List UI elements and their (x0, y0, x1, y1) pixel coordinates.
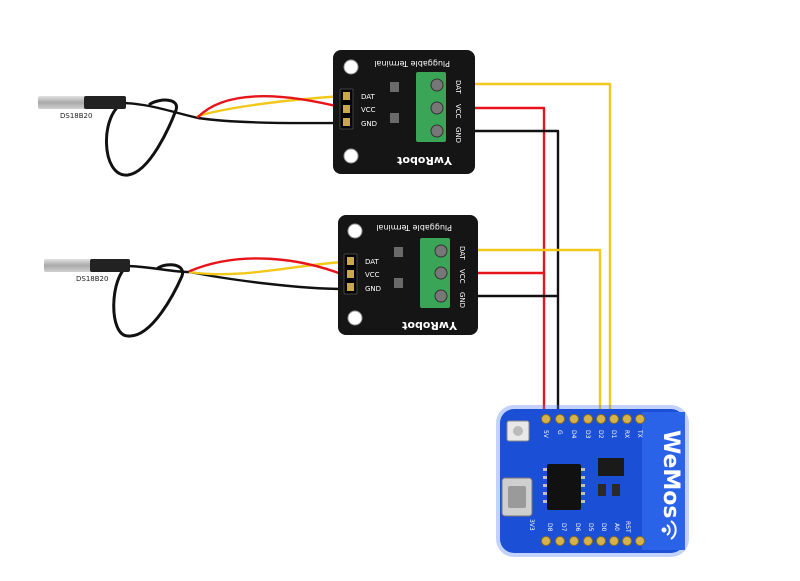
sensor1-label: DS18B20 (60, 112, 92, 120)
module2-smd-part (394, 278, 403, 288)
wemos-pin-d5: D5 (587, 523, 594, 532)
module2-pin (347, 283, 354, 291)
wemos-smd-part (598, 484, 606, 496)
sensor1-wire-black (122, 101, 346, 125)
sensor1-wire-yellow (196, 94, 346, 118)
module2-data-wire (438, 248, 602, 424)
module2-pin (347, 270, 354, 278)
wemos-pcb (500, 409, 685, 553)
module1-data-wire (436, 82, 612, 424)
module1-brand: YwRobot (397, 154, 453, 167)
sensor2-cable-loop (112, 263, 185, 338)
sensor1-probe-sleeve (84, 96, 126, 109)
wemos-logo: WeMos (658, 430, 683, 519)
module1-screw (430, 124, 444, 138)
sensor2-wire-red (188, 257, 346, 277)
wemos-usb-opening (508, 486, 526, 508)
wemos-bottom-header (541, 536, 645, 546)
wemos-pin-d1: D1 (610, 430, 617, 439)
module2-pin-label-dat: DAT (365, 258, 380, 266)
sensor2-label: DS18B20 (76, 275, 108, 283)
module1-mount-hole (343, 148, 359, 164)
module1-smd-part (390, 82, 399, 92)
module2-brand: YwRobot (402, 319, 458, 332)
wemos-pin-d7: D7 (560, 523, 567, 532)
wemos-pin-3v3: 3V3 (528, 519, 535, 531)
wemos-chip (547, 464, 581, 510)
module2-pin-label-gnd: GND (365, 285, 381, 293)
wemos-pin-d6: D6 (574, 523, 581, 532)
module1-pin-label-gnd: GND (361, 120, 377, 128)
module1-terminal-label-vcc: VCC (454, 104, 462, 119)
wemos-pin-d2: D2 (597, 430, 604, 439)
wemos-regulator (598, 458, 624, 476)
module1-pin (343, 92, 350, 100)
module1-mount-hole (343, 59, 359, 75)
module2-terminal-label-gnd: GND (458, 292, 466, 308)
module1-pin-label-vcc: VCC (361, 106, 376, 114)
wifi-icon (661, 520, 677, 540)
module1-screw (430, 101, 444, 115)
sensor-2: DS18B20 (44, 259, 130, 283)
wemos-reset-button-cap (513, 426, 523, 436)
terminal-module-1: Pluggable Terminal DAT VCC GND DAT VCC G… (333, 50, 475, 174)
wemos-pin-rx: RX (623, 430, 630, 438)
wemos-pin-5v: 5V (542, 430, 549, 439)
wires (105, 82, 612, 424)
module2-title: Pluggable Terminal (376, 223, 452, 232)
wemos-pin-d8: D8 (546, 523, 553, 532)
sensor1-probe-tip (38, 96, 86, 109)
sensor1-wire-red (196, 95, 346, 119)
module2-mount-hole (347, 310, 363, 326)
module2-terminal-label-vcc: VCC (458, 269, 466, 284)
module2-screw (434, 266, 448, 280)
module2-smd-part (394, 247, 403, 257)
module1-pin-label-dat: DAT (361, 93, 376, 101)
wemos-pin-g: G (556, 430, 563, 435)
module1-terminal-label-gnd: GND (454, 127, 462, 143)
module1-terminal-label-dat: DAT (454, 80, 462, 95)
wemos-smd-part (612, 484, 620, 496)
sensor-1: DS18B20 (38, 96, 126, 120)
module2-pin-label-vcc: VCC (365, 271, 380, 279)
wemos-board: 5V G D4 D3 D2 D1 RX TX 3V3 D8 D7 D6 D5 D… (496, 405, 689, 557)
sensor2-wire-black (126, 264, 346, 291)
module1-pin (343, 118, 350, 126)
module1-gnd-wire (436, 129, 560, 424)
module1-screw (430, 78, 444, 92)
wemos-chip-legs (543, 468, 585, 503)
module2-pin (347, 257, 354, 265)
wemos-pin-d0: D0 (600, 523, 607, 532)
wemos-pin-tx: TX (636, 429, 643, 438)
module1-title: Pluggable Terminal (374, 59, 450, 68)
module1-smd-part (390, 113, 399, 123)
sensor2-wire-yellow (188, 260, 346, 276)
wemos-pin-d4: D4 (570, 430, 577, 439)
terminal-module-2: Pluggable Terminal DAT VCC GND DAT VCC G… (338, 215, 478, 335)
module2-mount-hole (347, 223, 363, 239)
module2-screw (434, 289, 448, 303)
wemos-pin-a0: A0 (613, 523, 620, 531)
wemos-antenna-edge (642, 412, 685, 550)
sensor2-probe-sleeve (90, 259, 130, 272)
sensor1-cable-loop (105, 98, 178, 177)
wemos-pin-rst: RST (624, 521, 631, 533)
sensor2-probe-tip (44, 259, 92, 272)
module1-pin (343, 105, 350, 113)
wemos-pin-d3: D3 (584, 430, 591, 439)
module2-screw (434, 244, 448, 258)
wemos-top-header (541, 414, 645, 424)
module2-terminal-label-dat: DAT (458, 246, 466, 261)
